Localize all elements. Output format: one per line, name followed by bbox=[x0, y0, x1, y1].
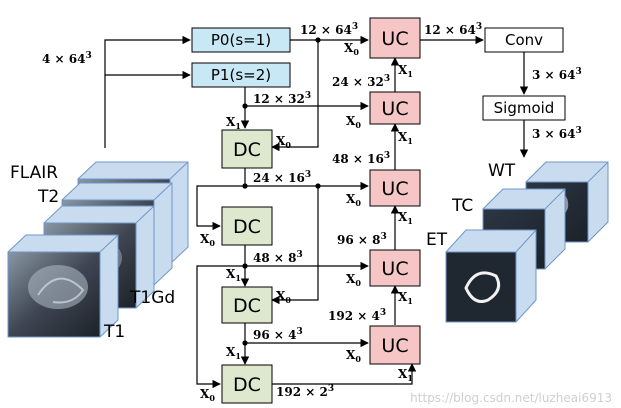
pool-p1: P1(s=2) bbox=[191, 62, 291, 88]
connections bbox=[104, 35, 529, 389]
svg-text:X0: X0 bbox=[276, 289, 291, 305]
sigmoid-block: Sigmoid bbox=[482, 95, 566, 121]
svg-text:192 × 43: 192 × 43 bbox=[328, 308, 386, 323]
svg-text:3 × 643: 3 × 643 bbox=[532, 67, 582, 82]
dc-label: DC bbox=[233, 139, 261, 161]
junction-dot bbox=[242, 340, 248, 346]
junction-dot bbox=[242, 263, 248, 269]
svg-text:X0: X0 bbox=[276, 134, 291, 150]
input-size-label: 4 × 643 bbox=[42, 51, 92, 66]
svg-text:X1: X1 bbox=[226, 267, 241, 283]
label-t1: T1 bbox=[103, 322, 125, 342]
dc-label: DC bbox=[233, 295, 261, 317]
sigmoid-label: Sigmoid bbox=[494, 99, 555, 117]
svg-text:X0: X0 bbox=[346, 348, 361, 364]
uc-label: UC bbox=[381, 258, 408, 280]
junction-dot bbox=[242, 103, 248, 109]
svg-text:12 × 323: 12 × 323 bbox=[253, 91, 311, 106]
svg-text:3 × 643: 3 × 643 bbox=[532, 126, 582, 141]
svg-text:192 × 23: 192 × 23 bbox=[276, 384, 334, 399]
output-cube-et bbox=[445, 229, 537, 323]
svg-text:12 × 643: 12 × 643 bbox=[424, 22, 482, 37]
label-wt: WT bbox=[488, 161, 516, 181]
svg-text:X1: X1 bbox=[398, 290, 413, 306]
size-labels: 12 × 643 12 × 323 24 × 323 24 × 163 48 ×… bbox=[253, 22, 582, 399]
uc-block-2: UC bbox=[369, 169, 421, 207]
input-volumes bbox=[7, 161, 189, 338]
uc-block-0: UC bbox=[369, 17, 421, 59]
uc-block-3: UC bbox=[369, 249, 421, 287]
svg-text:12 × 643: 12 × 643 bbox=[300, 22, 358, 37]
svg-text:X1: X1 bbox=[226, 115, 241, 131]
label-flair: FLAIR bbox=[10, 163, 58, 183]
port-labels: X0 X1 X0 X1 X0 X1 X0 X1 X0 X1 X1 X0 X0 X… bbox=[200, 41, 413, 403]
dc-label: DC bbox=[233, 216, 261, 238]
svg-text:X0: X0 bbox=[346, 114, 361, 130]
svg-text:X0: X0 bbox=[344, 41, 359, 57]
uc-label: UC bbox=[381, 178, 408, 200]
conv-label: Conv bbox=[505, 31, 543, 49]
svg-text:24 × 323: 24 × 323 bbox=[332, 74, 390, 89]
svg-text:48 × 83: 48 × 83 bbox=[253, 250, 303, 265]
svg-text:X1: X1 bbox=[398, 367, 413, 383]
svg-text:X1: X1 bbox=[226, 345, 241, 361]
svg-text:X0: X0 bbox=[200, 232, 215, 248]
svg-text:48 × 163: 48 × 163 bbox=[332, 151, 390, 166]
uc-label: UC bbox=[381, 28, 408, 50]
uc-block-1: UC bbox=[369, 91, 421, 125]
dc-label: DC bbox=[233, 374, 261, 396]
output-volumes bbox=[445, 161, 609, 323]
dc-block-4: DC bbox=[221, 364, 273, 404]
svg-text:24 × 163: 24 × 163 bbox=[253, 170, 311, 185]
svg-text:X1: X1 bbox=[398, 130, 413, 146]
svg-text:96 × 43: 96 × 43 bbox=[253, 327, 303, 342]
watermark: https://blog.csdn.net/luzheai6913 bbox=[410, 391, 612, 405]
input-cube-t1 bbox=[7, 234, 119, 338]
conv-block: Conv bbox=[484, 27, 564, 53]
pool-p1-label: P1(s=2) bbox=[211, 66, 271, 84]
dc-block-2: DC bbox=[221, 206, 273, 246]
dc-block-1: DC bbox=[221, 129, 273, 169]
label-tc: TC bbox=[451, 196, 473, 216]
svg-text:X1: X1 bbox=[398, 210, 413, 226]
svg-text:X0: X0 bbox=[346, 192, 361, 208]
svg-text:96 × 83: 96 × 83 bbox=[337, 232, 387, 247]
svg-text:X1: X1 bbox=[398, 63, 413, 79]
pool-p0-label: P0(s=1) bbox=[211, 31, 271, 49]
junction-dot bbox=[315, 37, 321, 43]
svg-text:X0: X0 bbox=[346, 272, 361, 288]
svg-text:X0: X0 bbox=[200, 387, 215, 403]
uc-label: UC bbox=[381, 335, 408, 357]
uc-label: UC bbox=[381, 98, 408, 120]
junction-dot bbox=[242, 183, 248, 189]
label-t2: T2 bbox=[37, 187, 59, 207]
junction-dot bbox=[315, 183, 321, 189]
label-et: ET bbox=[426, 230, 448, 250]
dc-block-3: DC bbox=[221, 286, 273, 324]
label-t1gd: T1Gd bbox=[129, 288, 175, 308]
pool-p0: P0(s=1) bbox=[191, 27, 291, 53]
uc-block-4: UC bbox=[369, 325, 421, 365]
